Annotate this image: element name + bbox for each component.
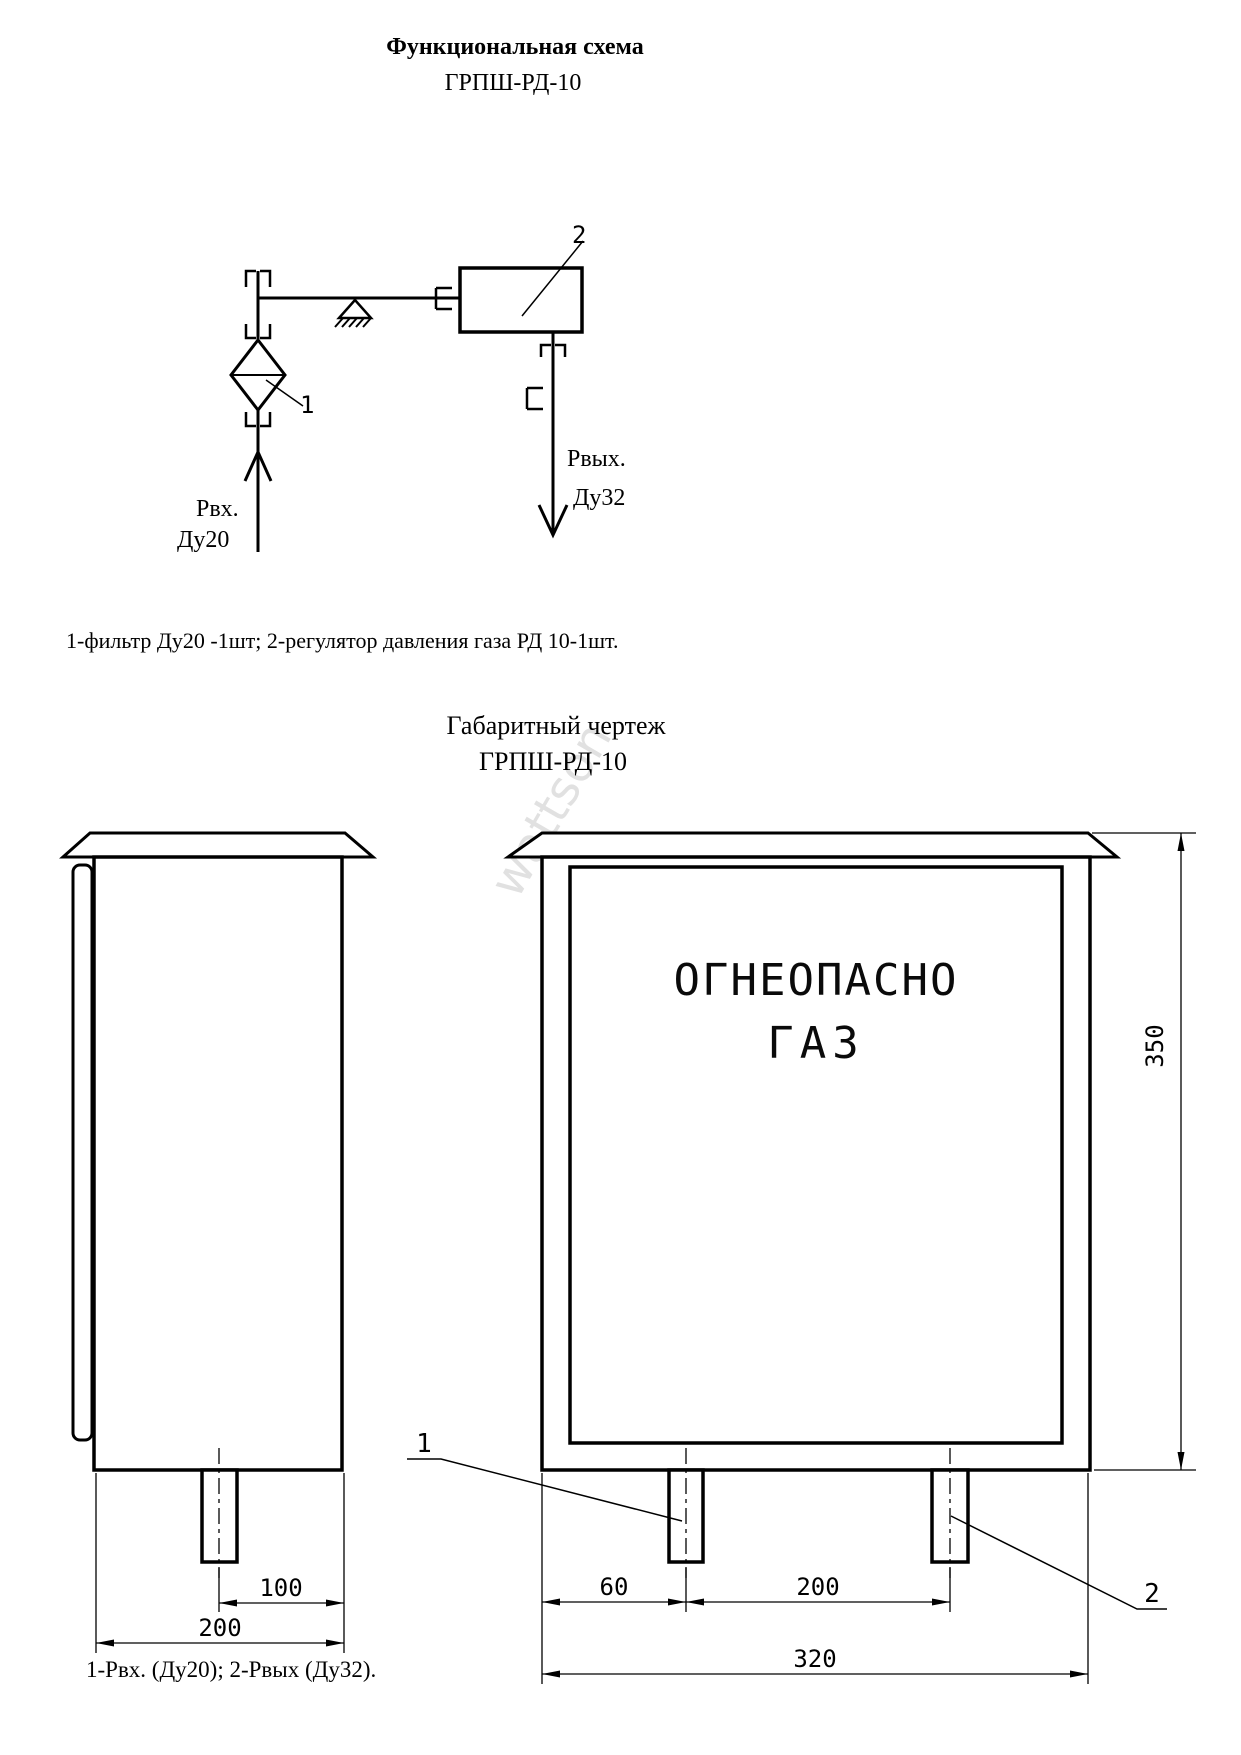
side-body xyxy=(92,855,344,1472)
flange-symbol-filter-outlet xyxy=(244,412,272,428)
outlet-pressure-label: Рвых. xyxy=(567,446,626,472)
front-inlet-callout-label: 1 xyxy=(416,1429,432,1459)
front-dim-lines xyxy=(542,833,1182,1675)
filter-callout-label: 1 xyxy=(300,391,314,419)
flange-symbol-regulator-inlet xyxy=(434,286,452,311)
front-body xyxy=(540,855,1092,1472)
functional-schematic: Функциональная схема ГРПШ-РД-10 1 2 Рвх.… xyxy=(66,34,644,653)
front-inlet-callout-leader xyxy=(407,1458,683,1522)
front-view-extension-lines xyxy=(541,832,1196,1684)
support-symbol xyxy=(336,298,374,320)
dimensional-caption: 1-Рвх. (Ду20); 2-Рвых (Ду32). xyxy=(86,1657,376,1682)
dimensional-subtitle: ГРПШ-РД-10 xyxy=(479,747,627,776)
door-warning-line1: ОГНЕОПАСНО xyxy=(674,955,959,1006)
flange-symbol-riser-top xyxy=(244,269,272,287)
support-hatching xyxy=(334,317,372,328)
side-dim-width: 200 xyxy=(198,1614,241,1642)
front-dim-height: 350 xyxy=(1141,1024,1169,1067)
schematic-pipe-lines xyxy=(256,271,555,552)
outlet-diameter-label: Ду32 xyxy=(573,485,625,511)
flange-symbol-filter-inlet xyxy=(244,324,272,340)
filter-callout-leader xyxy=(265,379,304,407)
dimensions: 100 200 60 200 320 350 xyxy=(95,832,1196,1684)
front-outlet-callout-label: 2 xyxy=(1144,1579,1160,1609)
side-dim-pipe-offset: 100 xyxy=(259,1574,302,1602)
inlet-diameter-label: Ду20 xyxy=(177,527,229,553)
front-dim-left-offset: 60 xyxy=(600,1573,629,1601)
schematic-subtitle: ГРПШ-РД-10 xyxy=(445,70,582,96)
outlet-flow-arrow xyxy=(537,504,569,539)
side-dim-lines xyxy=(96,1602,344,1644)
side-view-extension-lines xyxy=(95,1473,345,1653)
inlet-pressure-label: Рвх. xyxy=(196,496,239,522)
dimensional-title: Габаритный чертеж xyxy=(447,711,667,740)
cabinet-side-view xyxy=(59,831,378,1578)
inlet-flow-arrow xyxy=(243,448,273,482)
schematic-caption: 1-фильтр Ду20 -1шт; 2-регулятор давления… xyxy=(66,628,619,653)
side-roof xyxy=(59,831,378,859)
dimensional-drawing: Габаритный чертеж ГРПШ-РД-10 ОГНЕОПАСНО … xyxy=(59,711,1196,1684)
regulator-box xyxy=(458,266,584,334)
flange-symbol-outlet-pipe xyxy=(525,386,543,411)
front-dim-width: 320 xyxy=(793,1645,836,1673)
side-hinge-strip xyxy=(71,863,94,1442)
front-outlet-callout-leader xyxy=(950,1515,1167,1610)
regulator-callout-label: 2 xyxy=(572,221,586,249)
cabinet-front-view: ОГНЕОПАСНО ГАЗ 1 2 xyxy=(407,831,1167,1610)
door-warning-line2: ГАЗ xyxy=(767,1018,864,1069)
front-dim-pipe-spacing: 200 xyxy=(796,1573,839,1601)
flange-symbol-regulator-outlet xyxy=(539,343,567,357)
front-roof xyxy=(503,831,1122,859)
front-door xyxy=(568,865,1064,1445)
schematic-title: Функциональная схема xyxy=(386,34,644,60)
regulator-callout-leader xyxy=(521,240,584,317)
